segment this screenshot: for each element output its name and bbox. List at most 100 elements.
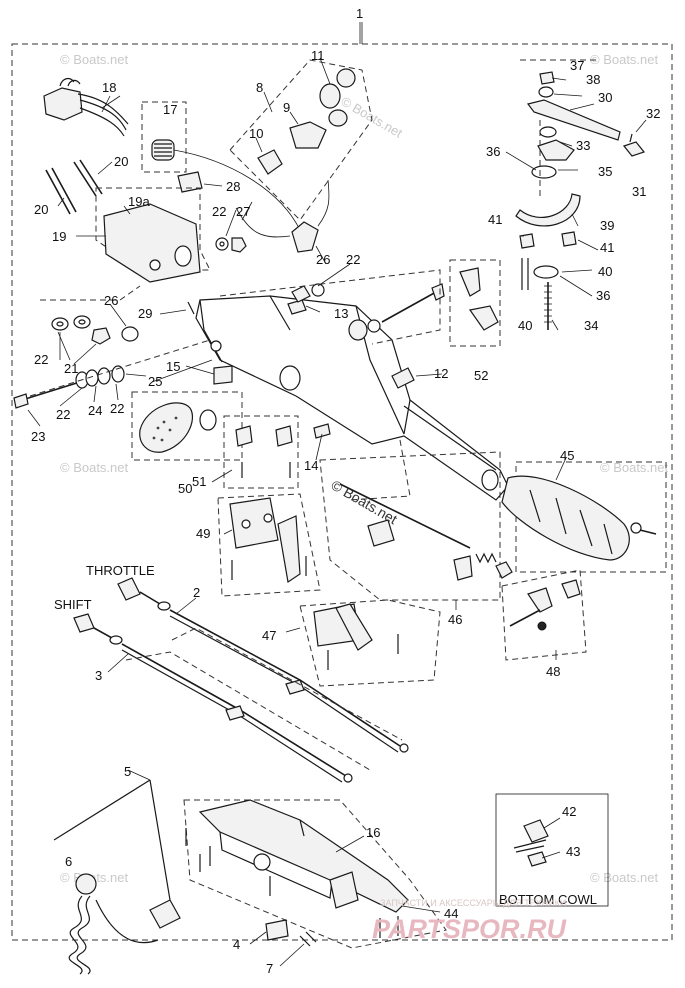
bottom-cowl-label: BOTTOM COWL	[499, 892, 597, 907]
watermark-top-left: © Boats.net	[60, 52, 129, 67]
callout-31: 31	[632, 184, 646, 199]
callout-44: 44	[444, 906, 458, 921]
callout-14: 14	[304, 458, 318, 473]
knob-10	[257, 149, 283, 175]
callout-27: 27	[236, 204, 250, 219]
callout-36-lower: 36	[596, 288, 610, 303]
lower-bracket-16	[198, 799, 409, 913]
shop-watermark-text: ЗАПЧАСТИ И АКСЕССУАРЫ ДЛЯ ТЕХНИКИ	[380, 898, 566, 908]
callout-22-b: 22	[346, 252, 360, 267]
plate-33	[537, 139, 575, 161]
wiring-harness-group	[13, 77, 301, 409]
assembly-boundary	[11, 43, 673, 941]
box-49	[217, 493, 321, 597]
box-46	[319, 451, 501, 601]
callout-3: 3	[95, 668, 102, 683]
throttle-cable-end	[117, 577, 141, 601]
plate-15	[213, 365, 233, 385]
callout-51: 51	[192, 474, 206, 489]
switch-26	[291, 221, 319, 253]
callout-49: 49	[196, 526, 210, 541]
callout-50: 50	[178, 481, 192, 496]
callout-34: 34	[584, 318, 598, 333]
nut-37	[539, 71, 555, 85]
callout-5: 5	[124, 764, 131, 779]
tiller-body	[195, 295, 509, 501]
callout-25: 25	[148, 374, 162, 389]
callout-9: 9	[283, 100, 290, 115]
friction-assembly-group	[515, 59, 646, 330]
tiller-arm	[187, 269, 509, 501]
leader-5	[53, 779, 171, 901]
callout-40-right: 40	[598, 264, 612, 279]
label-12	[391, 367, 415, 389]
lanyard-clip	[149, 899, 181, 929]
callout-12: 12	[434, 366, 448, 381]
callout-10: 10	[249, 126, 263, 141]
plate-14	[313, 423, 331, 439]
watermark-mid-left: © Boats.net	[60, 460, 129, 475]
callout-39: 39	[600, 218, 614, 233]
block-31	[622, 141, 646, 157]
callout-8: 8	[256, 80, 263, 95]
box-52	[449, 259, 501, 347]
callout-43: 43	[566, 844, 580, 859]
callout-37: 37	[570, 58, 584, 73]
callout-19: 19	[52, 229, 66, 244]
watermarks: © Boats.net © Boats.net © Boats.net © Bo…	[60, 52, 669, 885]
lanyard-group	[68, 873, 181, 975]
callout-11: 11	[311, 48, 325, 63]
bottom-cowl-box	[495, 793, 609, 907]
callout-38: 38	[586, 72, 600, 87]
callout-6: 6	[65, 854, 72, 869]
callout-29: 29	[138, 306, 152, 321]
twist-grip-cap	[139, 402, 194, 453]
callout-42: 42	[562, 804, 576, 819]
switch-part	[151, 139, 175, 161]
callout-22-a: 22	[212, 204, 226, 219]
shift-label: SHIFT	[54, 597, 92, 612]
switch-assembly-group	[229, 57, 373, 253]
box-51	[223, 415, 299, 489]
box-16	[183, 799, 447, 949]
box-48	[501, 569, 587, 661]
bracket-49	[229, 497, 279, 549]
callout-2: 2	[193, 585, 200, 600]
callout-16: 16	[366, 825, 380, 840]
callout-26-left: 26	[104, 293, 118, 308]
friction-piece-39	[515, 193, 581, 227]
callout-7: 7	[266, 961, 273, 976]
callout-30: 30	[598, 90, 612, 105]
callout-47: 47	[262, 628, 276, 643]
callout-22-e: 22	[110, 401, 124, 416]
callout-40-left: 40	[518, 318, 532, 333]
switch-box	[141, 101, 187, 173]
grip-45	[501, 475, 630, 561]
shift-cable-end	[73, 613, 95, 633]
callout-48: 48	[546, 664, 560, 679]
callout-41-right: 41	[600, 240, 614, 255]
callout-20-lower: 20	[34, 202, 48, 217]
block-4	[265, 919, 289, 941]
bracket-boundary	[95, 187, 211, 271]
callout-17: 17	[163, 102, 177, 117]
switch-boundary	[229, 59, 373, 221]
nut-11	[319, 83, 341, 109]
part-43	[527, 851, 547, 867]
callout-22-d: 22	[56, 407, 70, 422]
cables-group	[73, 577, 409, 783]
watermark-center: © Boats.net	[329, 477, 401, 528]
callout-13: 13	[334, 306, 348, 321]
brand-watermark: PARTSPOR.RU	[372, 914, 568, 944]
clip-28	[177, 171, 203, 193]
callout-4: 4	[233, 937, 240, 952]
callout-28: 28	[226, 179, 240, 194]
callout-23: 23	[31, 429, 45, 444]
callout-numbers: 1 2 3 4 5 6 7 8 9 10 11 12 13 14 15 16 1…	[31, 6, 660, 976]
lever-9	[289, 121, 327, 149]
callout-24: 24	[88, 403, 102, 418]
callout-32: 32	[646, 106, 660, 121]
box-47	[299, 599, 441, 687]
watermark-bottom-right: © Boats.net	[590, 870, 659, 885]
